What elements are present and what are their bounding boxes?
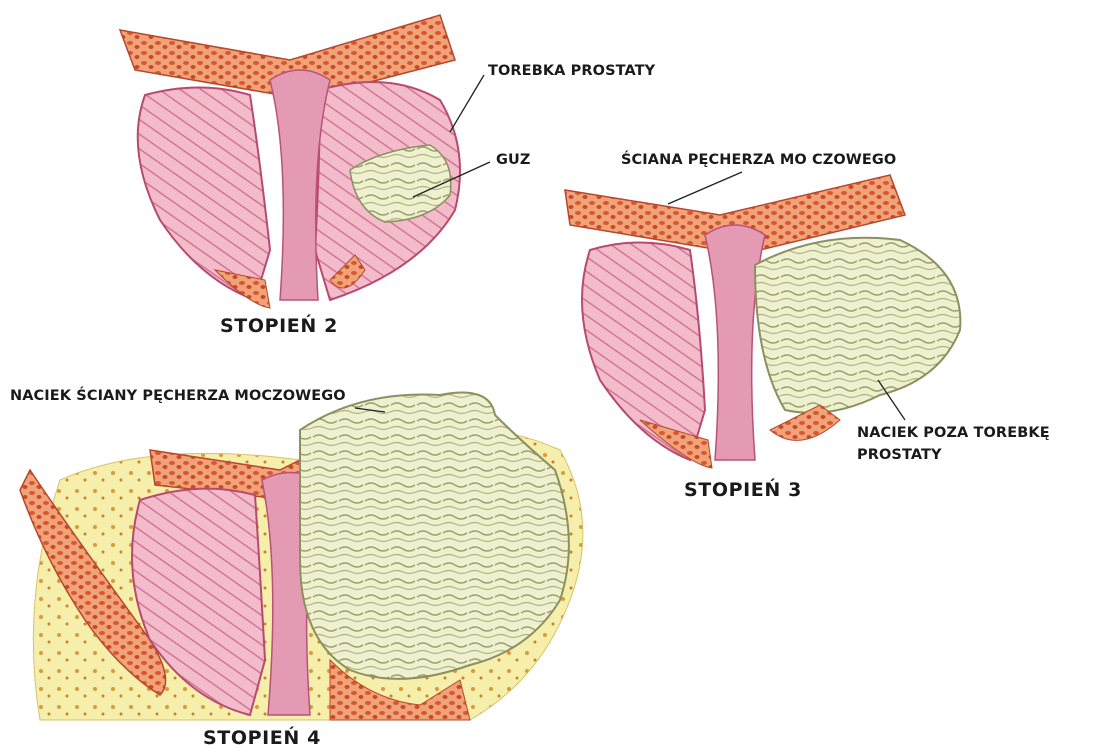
stage4-tumor [300, 393, 569, 679]
bladder-wall-label: ŚCIANA PĘCHERZA MO CZOWEGO [621, 152, 896, 168]
stage3-left-lobe [582, 243, 705, 461]
tumor-label: GUZ [496, 152, 531, 168]
leader-capsule [450, 75, 484, 132]
stage2-left-lobe [138, 88, 270, 301]
stage3-urethra [705, 225, 765, 460]
extracapsular-label-line2: PROSTATY [857, 447, 942, 463]
stage3-title: STOPIEŃ 3 [684, 479, 802, 501]
leader-bladder-wall [668, 172, 742, 204]
bladder-infiltration-label: NACIEK ŚCIANY PĘCHERZA MOCZOWEGO [10, 388, 346, 404]
stage2-illustration [120, 15, 460, 308]
stage3-tumor [755, 238, 960, 413]
extracapsular-label: NACIEK POZA TOREBKĘ [857, 425, 1050, 441]
stage2-title: STOPIEŃ 2 [220, 315, 338, 337]
stage4-title: STOPIEŃ 4 [203, 727, 321, 749]
capsule-label: TOREBKA PROSTATY [488, 63, 655, 79]
stage4-illustration [20, 393, 583, 721]
